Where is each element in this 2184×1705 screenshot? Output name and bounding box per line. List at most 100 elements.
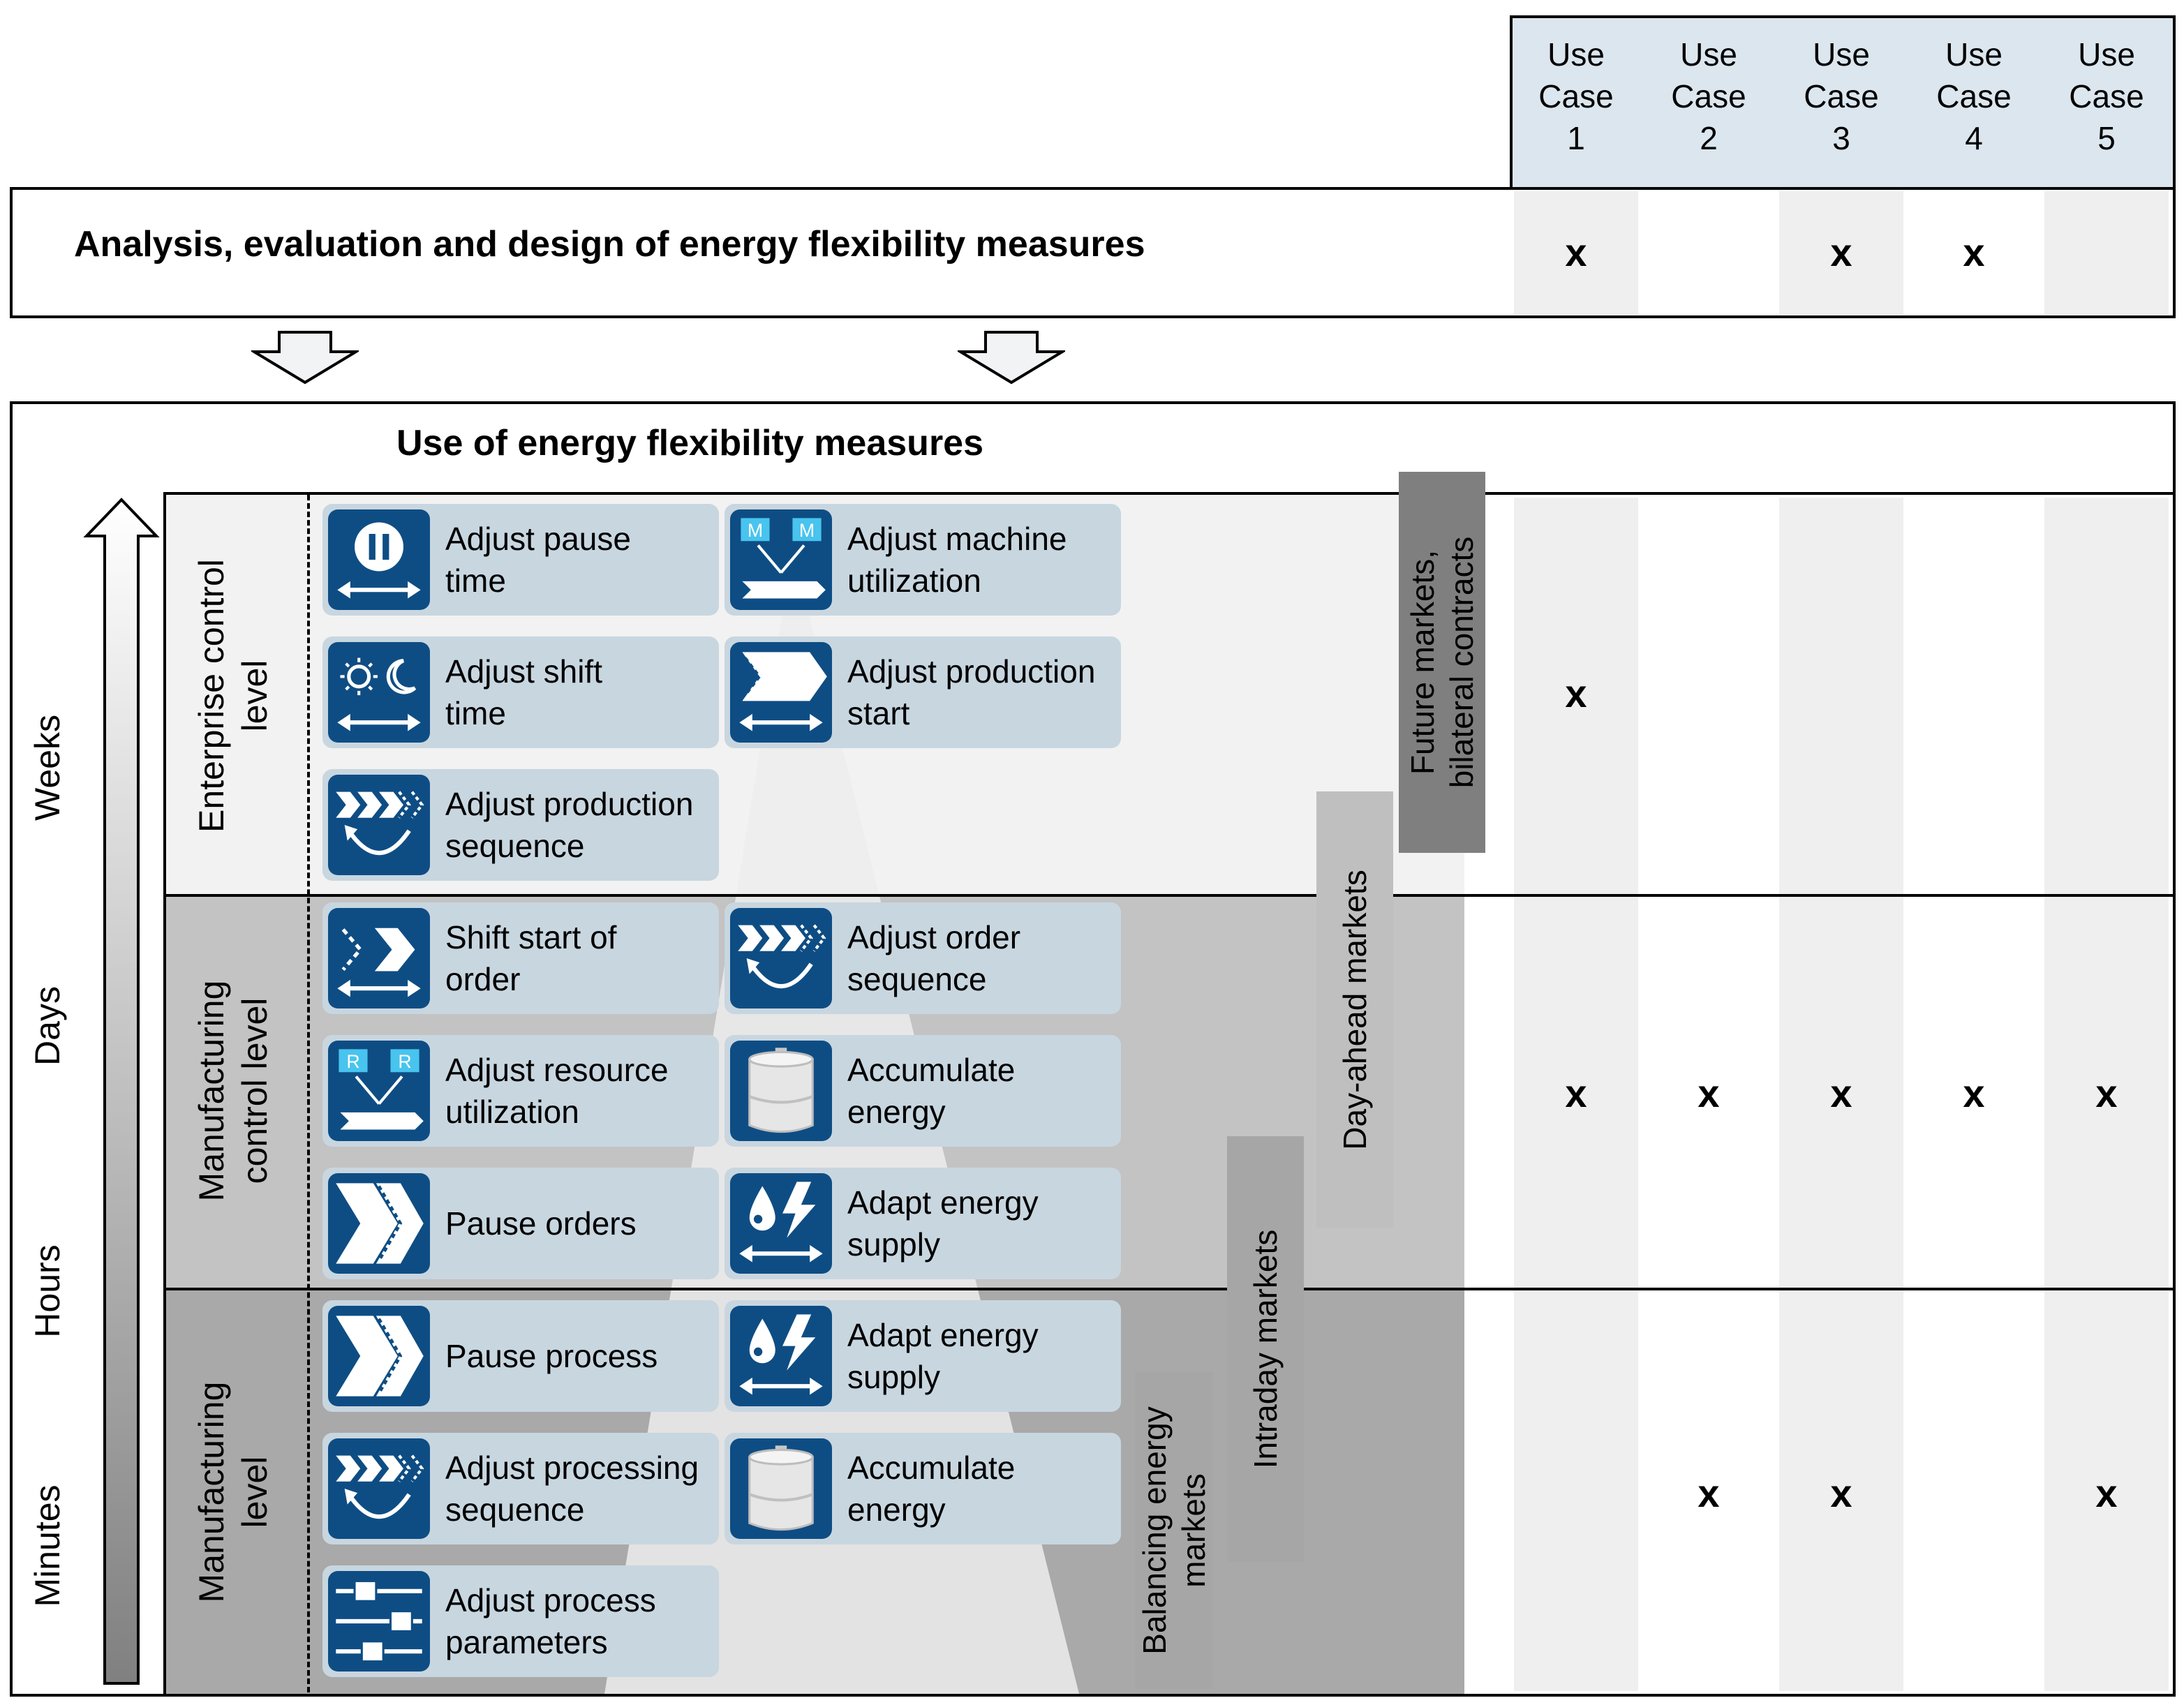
measure-label-text: Adjust production sequence — [445, 786, 694, 864]
market-label-text: Day-ahead markets — [1337, 870, 1373, 1150]
use-case-mark: x — [1565, 230, 1587, 274]
storage-tank-icon — [730, 1438, 832, 1539]
measure-card: Adjust pause time — [322, 504, 719, 616]
down-arrow-icon — [251, 331, 359, 385]
use-case-mark: x — [1698, 1471, 1720, 1515]
level-label: Manufacturing level — [192, 1381, 274, 1603]
measure-label-text: Adjust process parameters — [445, 1582, 656, 1660]
use-case-label: Use Case 4 — [1936, 36, 2012, 156]
use-case-mark: x — [2095, 1471, 2118, 1515]
measure-card: Adjust shift time — [322, 636, 719, 748]
measure-card: Adjust production start — [725, 636, 1121, 748]
use-case-mark: x — [1698, 1071, 1720, 1115]
measure-label-text: Pause orders — [445, 1205, 637, 1242]
measure-label-text: Adjust order sequence — [847, 919, 1021, 997]
use-case-mark: x — [1565, 671, 1587, 715]
sequence-icon — [730, 908, 832, 1008]
measure-label: Pause orders — [445, 1168, 637, 1279]
use-case-column-shade — [1779, 191, 1903, 314]
level-column-border — [163, 492, 166, 1694]
pause-chevron-icon — [328, 1173, 430, 1274]
measure-card: Adjust production sequence — [322, 769, 719, 881]
storage-tank-icon — [730, 1041, 832, 1141]
use-case-column-shade — [1514, 498, 1638, 1691]
use-case-column-shade — [1514, 191, 1638, 314]
use-case-mark: x — [2095, 1071, 2118, 1115]
measure-label-text: Adjust shift time — [445, 653, 602, 731]
measure-card: Pause orders — [322, 1168, 719, 1279]
measure-card: Adjust process parameters — [322, 1565, 719, 1677]
measure-label: Adjust resource utilization — [445, 1035, 669, 1147]
market-box: Future markets, bilateral contracts — [1399, 472, 1485, 853]
day-night-shift-icon — [328, 642, 430, 743]
time-scale-label: Weeks — [28, 715, 67, 821]
sliders-icon — [328, 1571, 430, 1672]
use-case-column-shade — [1779, 498, 1903, 1691]
market-box: Day-ahead markets — [1316, 791, 1393, 1228]
measure-label-text: Adapt energy supply — [847, 1317, 1039, 1395]
market-label-text: Balancing energy markets — [1136, 1406, 1212, 1655]
use-case-mark: x — [1963, 230, 1985, 274]
production-start-icon — [730, 642, 832, 743]
sequence-icon — [328, 1438, 430, 1539]
use-case-label: Use Case 1 — [1538, 36, 1614, 156]
measure-label-text: Adjust pause time — [445, 521, 631, 599]
use-case-mark: x — [1830, 230, 1852, 274]
measure-label: Adjust order sequence — [847, 902, 1020, 1014]
level-separator — [163, 1288, 2176, 1290]
measure-label: Adapt energy supply — [847, 1300, 1039, 1412]
main-divider — [163, 492, 2176, 495]
level-separator — [163, 894, 2176, 897]
use-case-label: Use Case 5 — [2069, 36, 2144, 156]
time-scale-label: Days — [28, 986, 67, 1066]
measure-card: R R Adjust resource utilization — [322, 1035, 719, 1147]
time-scale-label: Hours — [28, 1244, 67, 1338]
measure-label: Adjust pause time — [445, 504, 631, 616]
use-case-mark: x — [1830, 1471, 1852, 1515]
market-box: Intraday markets — [1227, 1136, 1304, 1562]
level-divider-dashed — [307, 495, 310, 1692]
measure-label: Accumulate energy — [847, 1035, 1015, 1147]
measure-label: Shift start of order — [445, 902, 616, 1014]
measure-label: Adapt energy supply — [847, 1168, 1039, 1279]
measure-label-text: Adjust machine utilization — [847, 521, 1067, 599]
svg-text:R: R — [346, 1051, 359, 1072]
svg-text:M: M — [748, 520, 763, 541]
measure-label-text: Adjust resource utilization — [445, 1052, 669, 1130]
svg-text:R: R — [398, 1051, 411, 1072]
use-case-header — [1510, 15, 2176, 188]
time-scale-label: Minutes — [28, 1484, 67, 1607]
level-label: Manufacturing control level — [192, 980, 274, 1202]
use-case-label: Use Case 2 — [1671, 36, 1746, 156]
analysis-title: Analysis, evaluation and design of energ… — [74, 224, 1145, 265]
market-label: Day-ahead markets — [1316, 798, 1393, 1221]
use-case-column-shade — [2044, 191, 2169, 314]
measure-card: Adjust order sequence — [725, 902, 1121, 1014]
market-label: Intraday markets — [1227, 1143, 1304, 1555]
measure-card: Adapt energy supply — [725, 1168, 1121, 1279]
use-case-label: Use Case 3 — [1804, 36, 1879, 156]
use-case-mark: x — [1830, 1071, 1852, 1115]
measure-label-text: Pause process — [445, 1338, 658, 1374]
main-title: Use of energy flexibility measures — [396, 423, 984, 463]
market-label-text: Future markets, bilateral contracts — [1404, 536, 1480, 789]
measure-label-text: Accumulate energy — [847, 1450, 1016, 1528]
measure-label: Accumulate energy — [847, 1433, 1015, 1544]
pause-chevron-icon — [328, 1306, 430, 1406]
time-axis-arrow-icon — [83, 498, 160, 1685]
measure-label-text: Adjust production start — [847, 653, 1096, 731]
measure-label: Adjust process parameters — [445, 1565, 656, 1677]
down-arrow-icon — [958, 331, 1065, 385]
market-label: Balancing energy markets — [1135, 1379, 1213, 1682]
pause-shift-icon — [328, 509, 430, 610]
measure-label-text: Shift start of order — [445, 919, 617, 997]
market-label: Future markets, bilateral contracts — [1399, 479, 1485, 846]
measure-card: Shift start of order — [322, 902, 719, 1014]
market-label-text: Intraday markets — [1247, 1229, 1284, 1469]
measure-label: Adjust production sequence — [445, 769, 693, 881]
measure-label: Adjust shift time — [445, 636, 602, 748]
measure-label-text: Adjust processing sequence — [445, 1450, 699, 1528]
sequence-icon — [328, 775, 430, 875]
